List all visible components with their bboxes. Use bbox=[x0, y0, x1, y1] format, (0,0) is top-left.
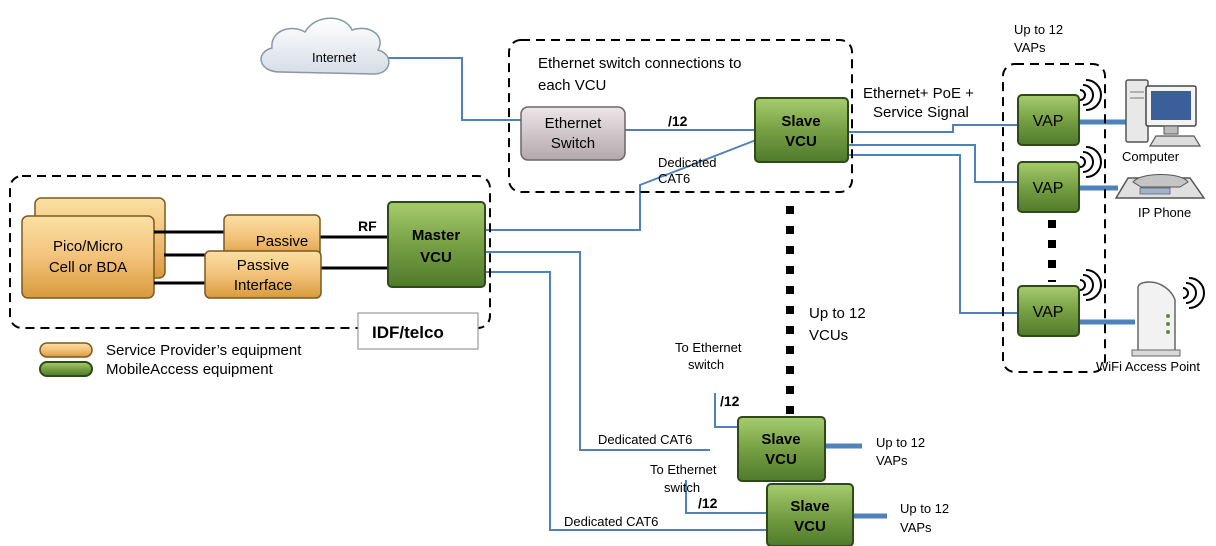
vap-1-label: VAP bbox=[1033, 113, 1064, 130]
vap-panel-header-line1: Up to 12 bbox=[1014, 22, 1063, 37]
dedicated-cat6-1: Dedicated CAT6 bbox=[598, 432, 692, 447]
switch-panel bbox=[508, 39, 853, 193]
master-vcu[interactable]: Master VCU bbox=[387, 201, 486, 288]
computer-label: Computer bbox=[1122, 149, 1180, 164]
to-ethernet-2-line2: switch bbox=[664, 480, 700, 495]
legend-swatch-service-provider bbox=[39, 342, 93, 358]
idf-panel bbox=[9, 175, 491, 329]
vap-2-label: VAP bbox=[1033, 180, 1064, 197]
master-vcu-line1: Master bbox=[412, 227, 461, 244]
passive-if-line1: Passive bbox=[237, 257, 290, 274]
ethernet-switch-line1: Ethernet bbox=[545, 115, 603, 132]
vap-3-label: VAP bbox=[1033, 304, 1064, 321]
vap-1[interactable]: VAP bbox=[1017, 94, 1080, 146]
idf-label: IDF/telco bbox=[372, 323, 444, 342]
slave-vcu-lower-1-line2: VCU bbox=[765, 451, 797, 468]
to-ethernet-1-line1: To Ethernet bbox=[675, 340, 742, 355]
slave-vcu-lower-1[interactable]: Slave VCU bbox=[737, 416, 826, 482]
vap-3[interactable]: VAP bbox=[1017, 285, 1080, 337]
to-ethernet-2-line1: To Ethernet bbox=[650, 462, 717, 477]
wifi-label: WiFi Access Point bbox=[1096, 359, 1200, 374]
pico-label-line2: Cell or BDA bbox=[49, 259, 127, 276]
link-label-line1: Ethernet+ PoE + bbox=[863, 85, 974, 102]
port-count-label: /12 bbox=[668, 113, 688, 129]
passive-label: Passive bbox=[256, 233, 309, 250]
passive-interface-box[interactable]: Passive Interface bbox=[204, 250, 322, 299]
vcu-chain-line2: VCUs bbox=[809, 327, 848, 344]
dedicated-label-line1: Dedicated bbox=[658, 155, 717, 170]
slave-vcu-top-line2: VCU bbox=[785, 133, 817, 150]
internet-cloud bbox=[260, 17, 390, 75]
slave-vcu-top-line1: Slave bbox=[781, 113, 820, 130]
wireless-icon bbox=[1079, 79, 1205, 309]
computer-icon bbox=[1125, 79, 1202, 147]
wifi-access-point-icon bbox=[1131, 281, 1181, 357]
slave-vcu-lower-2-line1: Slave bbox=[790, 498, 829, 515]
legend-swatch-mobileaccess bbox=[39, 361, 93, 377]
up-to-vaps-1-line2: VAPs bbox=[876, 453, 908, 468]
vap-panel-header-line2: VAPs bbox=[1014, 40, 1046, 55]
port-count-2: /12 bbox=[698, 495, 718, 511]
pico-micro-cell[interactable]: Pico/Micro Cell or BDA bbox=[21, 197, 166, 299]
up-to-vaps-2-line2: VAPs bbox=[900, 520, 932, 535]
internet-label: Internet bbox=[312, 50, 356, 65]
up-to-vaps-2-line1: Up to 12 bbox=[900, 501, 949, 516]
cable-lines bbox=[360, 57, 1135, 531]
vap-2[interactable]: VAP bbox=[1017, 161, 1080, 213]
ip-phone-icon bbox=[1114, 174, 1206, 199]
legend-mobileaccess: MobileAccess equipment bbox=[106, 361, 274, 378]
link-label-line2: Service Signal bbox=[873, 104, 969, 121]
rf-label: RF bbox=[358, 218, 377, 234]
ip-phone-label: IP Phone bbox=[1138, 205, 1191, 220]
passive-if-line2: Interface bbox=[234, 277, 292, 294]
dedicated-label-line2: CAT6 bbox=[658, 171, 690, 186]
up-to-vaps-1-line1: Up to 12 bbox=[876, 435, 925, 450]
switch-panel-title-line1: Ethernet switch connections to bbox=[538, 55, 741, 72]
port-count-1: /12 bbox=[720, 393, 740, 409]
master-vcu-line2: VCU bbox=[420, 249, 452, 266]
slave-vcu-lower-1-line1: Slave bbox=[761, 431, 800, 448]
slave-vcu-lower-2[interactable]: Slave VCU bbox=[766, 483, 854, 546]
rf-lines bbox=[154, 230, 388, 285]
dedicated-cat6-2: Dedicated CAT6 bbox=[564, 514, 658, 529]
switch-panel-title-line2: each VCU bbox=[538, 77, 606, 94]
ethernet-switch[interactable]: Ethernet Switch bbox=[520, 106, 626, 161]
to-ethernet-1-line2: switch bbox=[688, 357, 724, 372]
passive-box[interactable]: Passive bbox=[223, 214, 321, 261]
slave-vcu-top[interactable]: Slave VCU bbox=[754, 97, 849, 163]
slave-vcu-lower-2-line2: VCU bbox=[794, 518, 826, 535]
vcu-chain-line1: Up to 12 bbox=[809, 305, 866, 322]
legend-service-provider: Service Provider’s equipment bbox=[106, 342, 302, 359]
ethernet-switch-line2: Switch bbox=[551, 135, 595, 152]
pico-label-line1: Pico/Micro bbox=[53, 238, 123, 255]
idf-label-box bbox=[357, 312, 479, 350]
vap-panel bbox=[1002, 63, 1106, 373]
legend bbox=[39, 342, 93, 377]
